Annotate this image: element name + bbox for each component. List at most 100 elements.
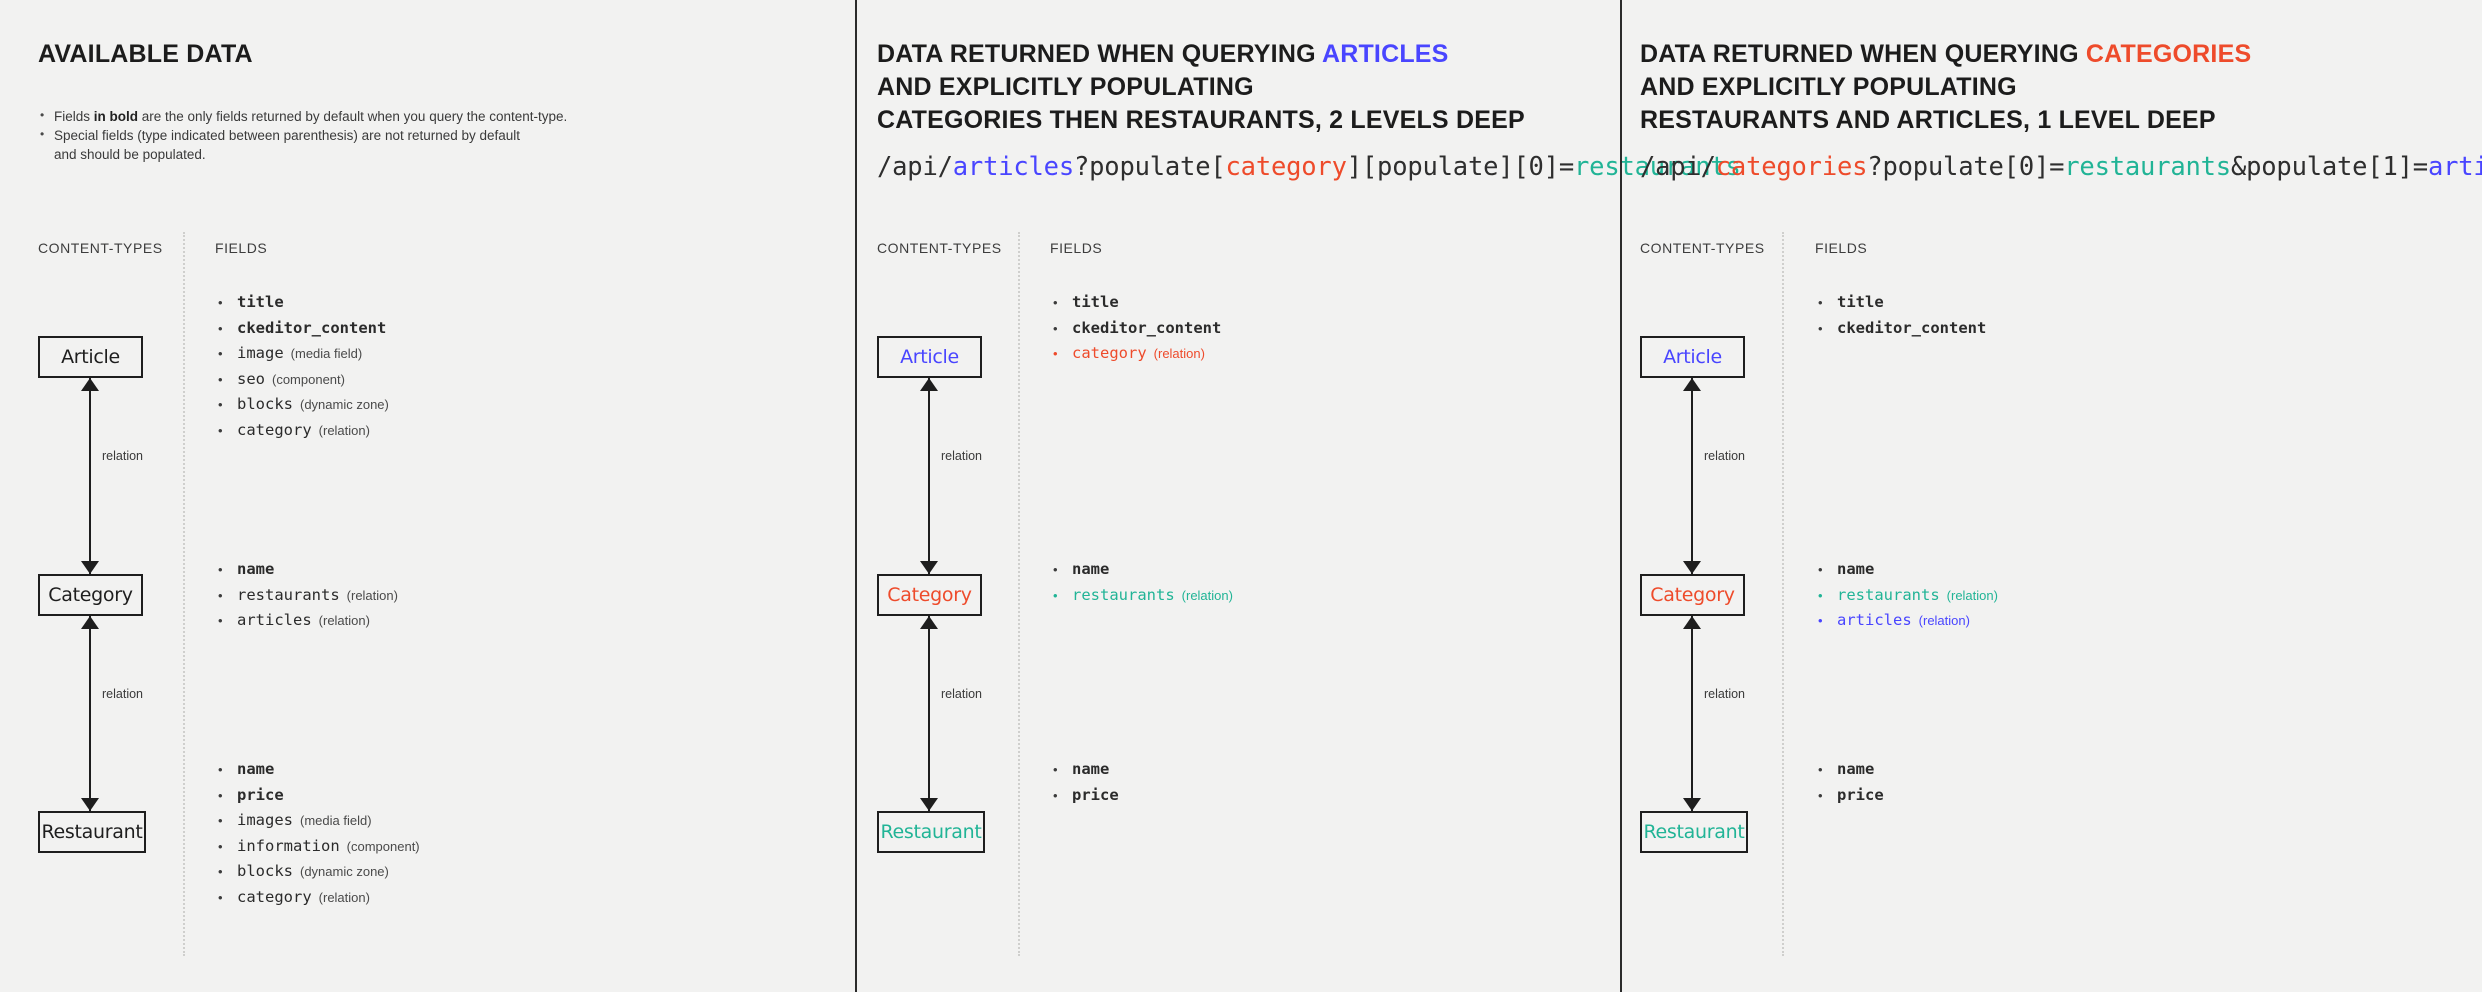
field-name: ckeditor_content (237, 318, 387, 337)
field-name: ckeditor_content (1072, 318, 1222, 337)
arrow-up-icon (920, 378, 938, 391)
field-name: title (1837, 293, 1884, 311)
sublabel-content-types: CONTENT-TYPES (1640, 240, 1765, 256)
field-row: ckeditor_content (1815, 316, 1986, 342)
field-row: name (1050, 757, 1119, 783)
sublabel-fields: FIELDS (1050, 240, 1103, 256)
field-type: (relation) (1946, 587, 1998, 603)
field-row: images (media field) (215, 808, 420, 834)
api-segment-5: &populate[1]= (2230, 152, 2428, 182)
content-type-box-restaurant[interactable]: Restaurant (877, 811, 985, 853)
field-type: (relation) (318, 422, 370, 438)
field-row: name (1815, 557, 1998, 583)
field-group-restaurant: name price (1815, 757, 1884, 808)
field-name: blocks (237, 862, 293, 880)
content-type-box-category[interactable]: Category (877, 574, 982, 616)
field-type: (relation) (318, 889, 370, 905)
field-group-category: name restaurants (relation) articles (relati… (1815, 557, 1998, 634)
header-line-2: AND EXPLICITLY POPULATING (1640, 73, 2017, 101)
field-name: image (237, 344, 284, 362)
field-row: articles(relation) (215, 608, 398, 634)
field-name: name (1072, 560, 1110, 578)
field-name: restaurants (1072, 585, 1175, 604)
field-name: category (1072, 344, 1147, 362)
content-type-box-article[interactable]: Article (1640, 336, 1745, 378)
field-row: price (215, 783, 420, 809)
field-row: name (215, 757, 420, 783)
field-type: (media field) (300, 813, 372, 828)
api-segment-3: ?populate[0]= (1867, 152, 2065, 182)
field-name: images (237, 811, 293, 829)
field-row: price (1050, 783, 1119, 809)
field-row: title (215, 290, 389, 316)
field-row: category (relation) (215, 885, 420, 911)
api-segment-2: categories (1715, 152, 1868, 182)
api-segment-5: ][populate][0]= (1346, 152, 1575, 182)
arrow-up-icon (1683, 616, 1701, 629)
field-row: restaurants (relation) (215, 583, 398, 609)
arrow-down-icon (920, 798, 938, 811)
field-name: blocks (237, 395, 293, 413)
field-group-category: name restaurants (relation) articles(relati… (215, 557, 398, 634)
field-row: ckeditor_content (1050, 316, 1221, 342)
arrow-down-icon (920, 561, 938, 574)
field-type: (media field) (290, 346, 363, 361)
legend-note-continuation: and should be populated. (54, 147, 206, 162)
arrow-up-icon (1683, 378, 1701, 391)
column-divider-dotted (1018, 232, 1020, 956)
api-segment-6: restaurants (1574, 152, 1741, 182)
field-name: information (237, 836, 340, 855)
arrow-down-icon (1683, 798, 1701, 811)
field-name: category (237, 420, 312, 439)
field-group-restaurant: name price (1050, 757, 1119, 808)
field-name: name (237, 560, 275, 578)
field-name: price (1837, 785, 1884, 804)
column-query-articles (855, 0, 1620, 992)
content-type-box-restaurant[interactable]: Restaurant (1640, 811, 1748, 853)
field-group-article: titleckeditor_contentcategory(relation) (1050, 290, 1221, 367)
content-type-box-article[interactable]: Article (38, 336, 143, 378)
field-row: category (relation) (215, 418, 389, 444)
content-type-box-category[interactable]: Category (1640, 574, 1745, 616)
field-group-article: title ckeditor_content (1815, 290, 1986, 341)
field-name: name (1072, 760, 1110, 778)
field-type: (relation) (1153, 346, 1205, 361)
relation-connector-1 (928, 378, 930, 574)
column-divider-dotted (1782, 232, 1784, 956)
arrow-up-icon (81, 616, 99, 629)
relation-label-2: relation (98, 685, 147, 702)
field-type: (relation) (346, 587, 398, 603)
field-name: price (237, 785, 284, 804)
legend-note-emphasis: in bold (93, 109, 139, 124)
field-group-restaurant: name price images (media field) information (… (215, 757, 420, 910)
field-row: image (media field) (215, 341, 389, 367)
field-row: title (1815, 290, 1986, 316)
field-group-category: namerestaurants(relation) (1050, 557, 1233, 608)
arrow-down-icon (81, 561, 99, 574)
field-name: restaurants (1837, 585, 1940, 604)
field-name: restaurants (237, 585, 340, 604)
column-header-query-categories: DATA RETURNED WHEN QUERYING CATEGORIES AN… (1640, 38, 2251, 137)
field-type: (dynamic zone) (300, 397, 389, 412)
field-name: articles (1837, 611, 1912, 629)
content-type-box-category[interactable]: Category (38, 574, 143, 616)
relation-connector-2 (89, 616, 91, 811)
header-line-3: CATEGORIES THEN RESTAURANTS, 2 LEVELS DE… (877, 106, 1525, 134)
field-type: (component) (346, 838, 420, 854)
header-line-1: DATA RETURNED WHEN QUERYING CATEGORIES (1640, 40, 2252, 68)
field-type: (relation) (1918, 613, 1970, 628)
relation-connector-1 (89, 378, 91, 574)
field-row: restaurants (relation) (1815, 583, 1998, 609)
field-row: ckeditor_content (215, 316, 389, 342)
content-type-box-article[interactable]: Article (877, 336, 982, 378)
content-type-box-restaurant[interactable]: Restaurant (38, 811, 146, 853)
field-row: name (215, 557, 398, 583)
legend-notes: Fields in bold are the only fields retur… (38, 106, 567, 164)
field-row: blocks(dynamic zone) (215, 859, 420, 885)
column-header-available-data: AVAILABLE DATA (38, 38, 253, 71)
field-name: category (237, 887, 312, 906)
field-row: name (1815, 757, 1884, 783)
arrow-down-icon (1683, 561, 1701, 574)
header-line-2: AND EXPLICITLY POPULATING (877, 73, 1254, 101)
